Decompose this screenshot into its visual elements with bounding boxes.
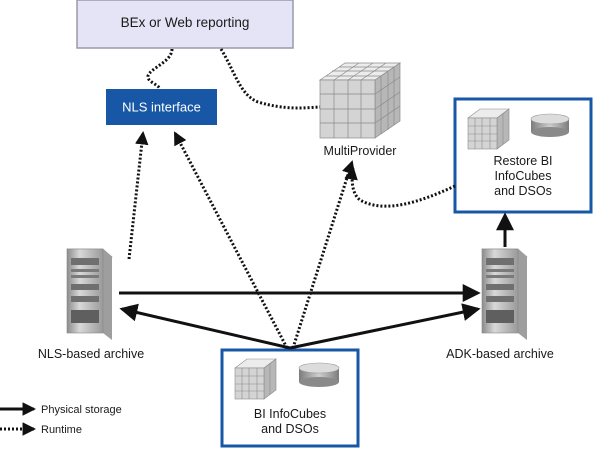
source-to-adk-storage-arrow xyxy=(289,303,481,350)
nls-archive-label: NLS-based archive xyxy=(38,347,144,361)
nls-archive-to-interface-runtime xyxy=(127,130,149,260)
multiprovider-cube-icon xyxy=(318,62,402,139)
source-to-nls-storage-arrow xyxy=(119,303,291,350)
adk-server-icon xyxy=(481,248,528,340)
nls-interface-label: NLS interface xyxy=(122,100,201,115)
reporting-to-nls-connector xyxy=(146,48,174,90)
restore-disk-icon xyxy=(530,113,570,137)
multiprovider-label: MultiProvider xyxy=(324,144,397,158)
source-to-multiprovider-runtime xyxy=(291,160,355,349)
restore-to-multiprovider-runtime xyxy=(344,166,456,208)
restore-cube-icon xyxy=(467,108,510,150)
legend: Physical storage Runtime xyxy=(0,402,122,436)
source-to-interface-runtime xyxy=(173,131,289,349)
restore-line-3: and DSOs xyxy=(494,184,552,198)
source-disk-icon xyxy=(298,362,340,387)
adk-archive-label: ADK-based archive xyxy=(446,347,554,361)
restore-line-1: Restore BI xyxy=(493,154,552,168)
nls-interface-box: NLS interface xyxy=(106,89,217,125)
reporting-box-label: BEx or Web reporting xyxy=(121,15,250,30)
source-line-2: and DSOs xyxy=(261,422,319,436)
nls-server-icon xyxy=(66,248,113,340)
reporting-box: BEx or Web reporting xyxy=(76,0,294,49)
source-line-1: BI InfoCubes xyxy=(254,407,326,421)
legend-physical-label: Physical storage xyxy=(41,404,122,416)
restore-line-2: InfoCubes xyxy=(495,169,552,183)
source-cube-icon xyxy=(234,358,277,400)
reporting-to-multiprovider-connector xyxy=(219,48,321,110)
legend-runtime-label: Runtime xyxy=(41,424,82,436)
